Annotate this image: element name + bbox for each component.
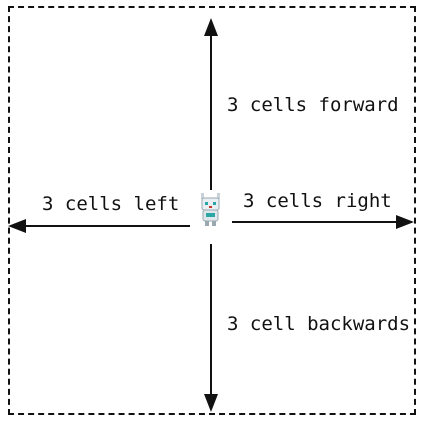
robot-character-icon (201, 193, 220, 226)
label-backwards: 3 cell backwards (227, 313, 411, 335)
label-forward: 3 cells forward (227, 94, 399, 116)
dashed-boundary (8, 6, 416, 415)
arrowhead-left (8, 219, 26, 233)
label-left: 3 cells left (42, 193, 180, 215)
label-right: 3 cells right (243, 190, 392, 212)
arrowhead-right (396, 215, 414, 229)
arrowhead-backwards (204, 394, 218, 412)
arrowhead-forward (204, 18, 218, 36)
